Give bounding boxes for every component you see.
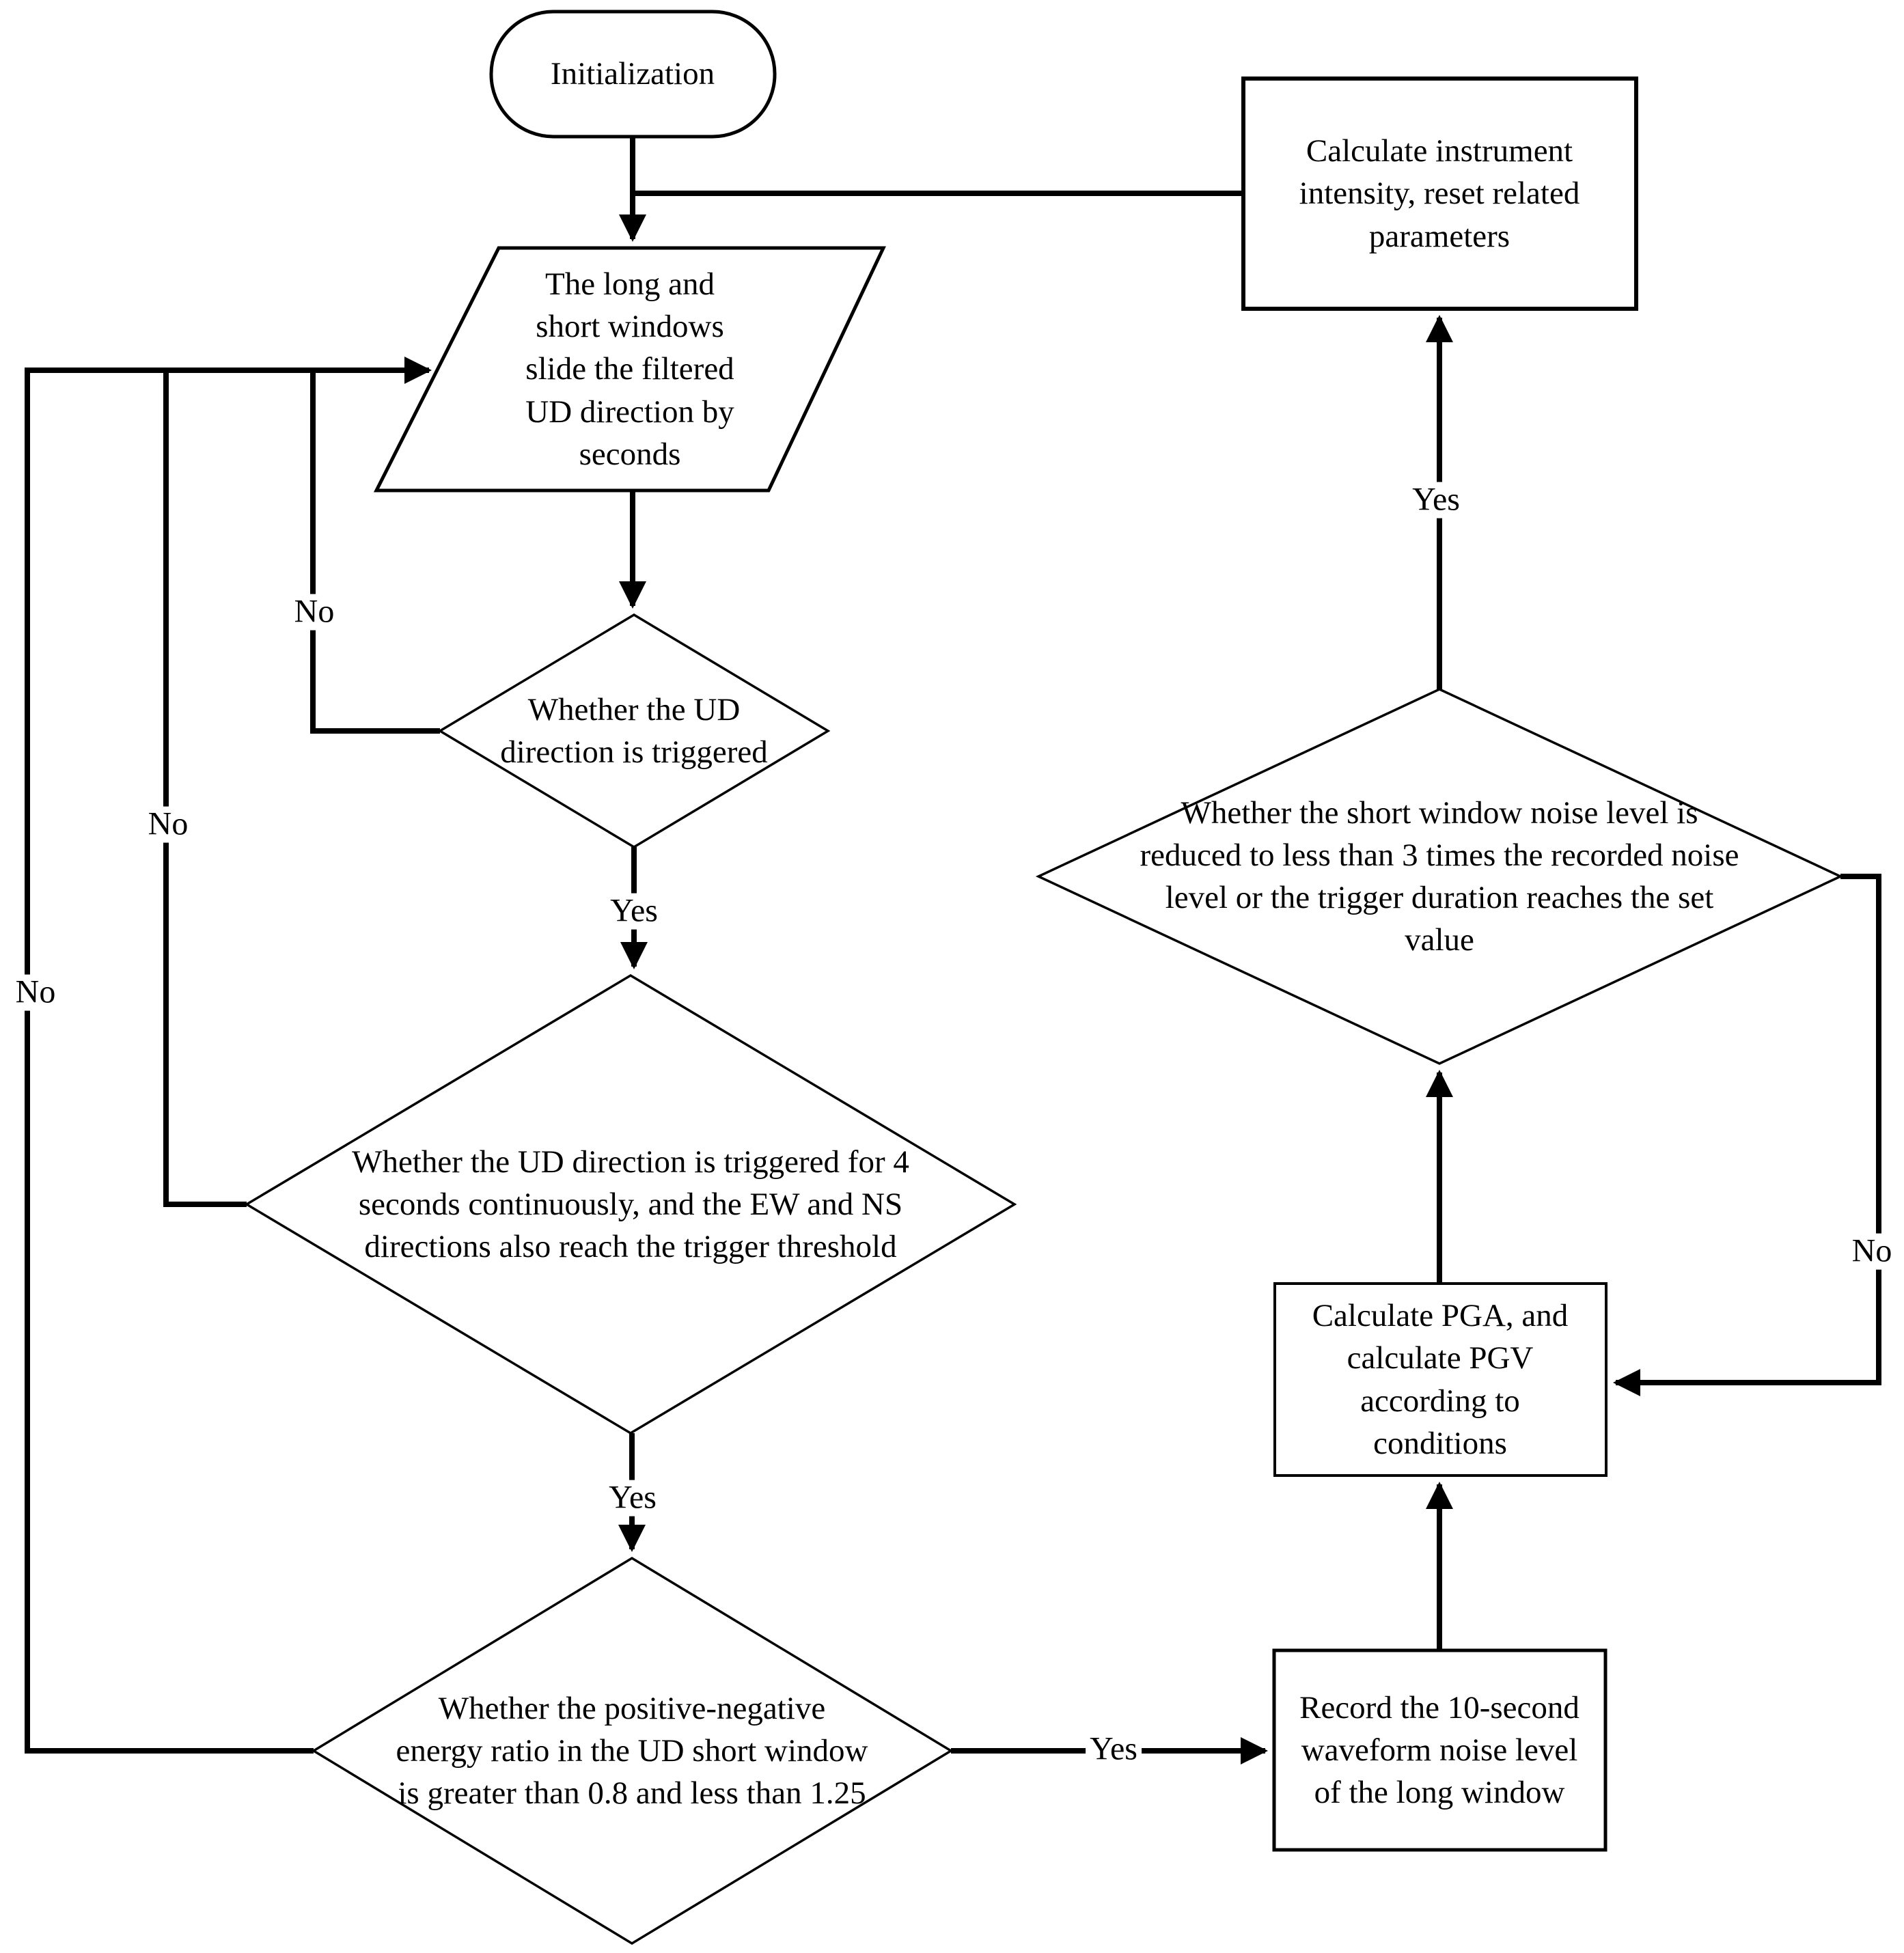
edge-label-ud-4s-no: No <box>143 806 193 843</box>
node-label-ud-triggered: Whether the UD direction is triggered <box>500 691 768 770</box>
process-calc-pga <box>1273 1282 1608 1477</box>
edge-noise-reduced-no <box>1613 874 1881 1396</box>
decision-ud-triggered <box>437 613 831 849</box>
process-record-noise <box>1272 1648 1608 1852</box>
node-label-calc-intensity: Calculate instrument intensity, reset re… <box>1299 133 1580 254</box>
edge-ud-4s-no <box>163 370 247 1207</box>
edge-label-energy-ratio-yes: Yes <box>1086 1731 1142 1768</box>
edge-label-noise-reduced-no: No <box>1847 1233 1896 1270</box>
node-label-energy-ratio: Whether the positive-negative energy rat… <box>396 1690 868 1812</box>
decision-noise-reduced <box>1035 688 1844 1065</box>
node-label-slide-windows: The long and short windows slide the fil… <box>525 266 734 472</box>
node-label-ud-4s: Whether the UD direction is triggered fo… <box>352 1144 909 1265</box>
io-slide-windows <box>373 246 886 493</box>
edge-label-ud-4s-yes: Yes <box>605 1480 661 1516</box>
edge-label-noise-reduced-yes: Yes <box>1408 482 1464 518</box>
edge-label-ud-triggered-yes: Yes <box>606 893 662 930</box>
terminator-initialization <box>489 10 777 139</box>
process-calc-intensity <box>1241 77 1638 311</box>
node-label-initialization: Initialization <box>550 56 715 92</box>
decision-ud-4s <box>244 973 1017 1435</box>
node-label-calc-pga: Calculate PGA, and calculate PGV accordi… <box>1312 1298 1569 1461</box>
node-label-record-noise: Record the 10-second waveform noise leve… <box>1299 1689 1579 1811</box>
decision-energy-ratio <box>311 1556 954 1945</box>
edge-ud-triggered-no <box>310 370 440 734</box>
node-label-noise-reduced: Whether the short window noise level is … <box>1140 794 1739 958</box>
edge-label-energy-ratio-no: No <box>11 974 60 1011</box>
edge-energy-ratio-no <box>25 370 314 1754</box>
edge-label-ud-triggered-no: No <box>290 594 339 631</box>
